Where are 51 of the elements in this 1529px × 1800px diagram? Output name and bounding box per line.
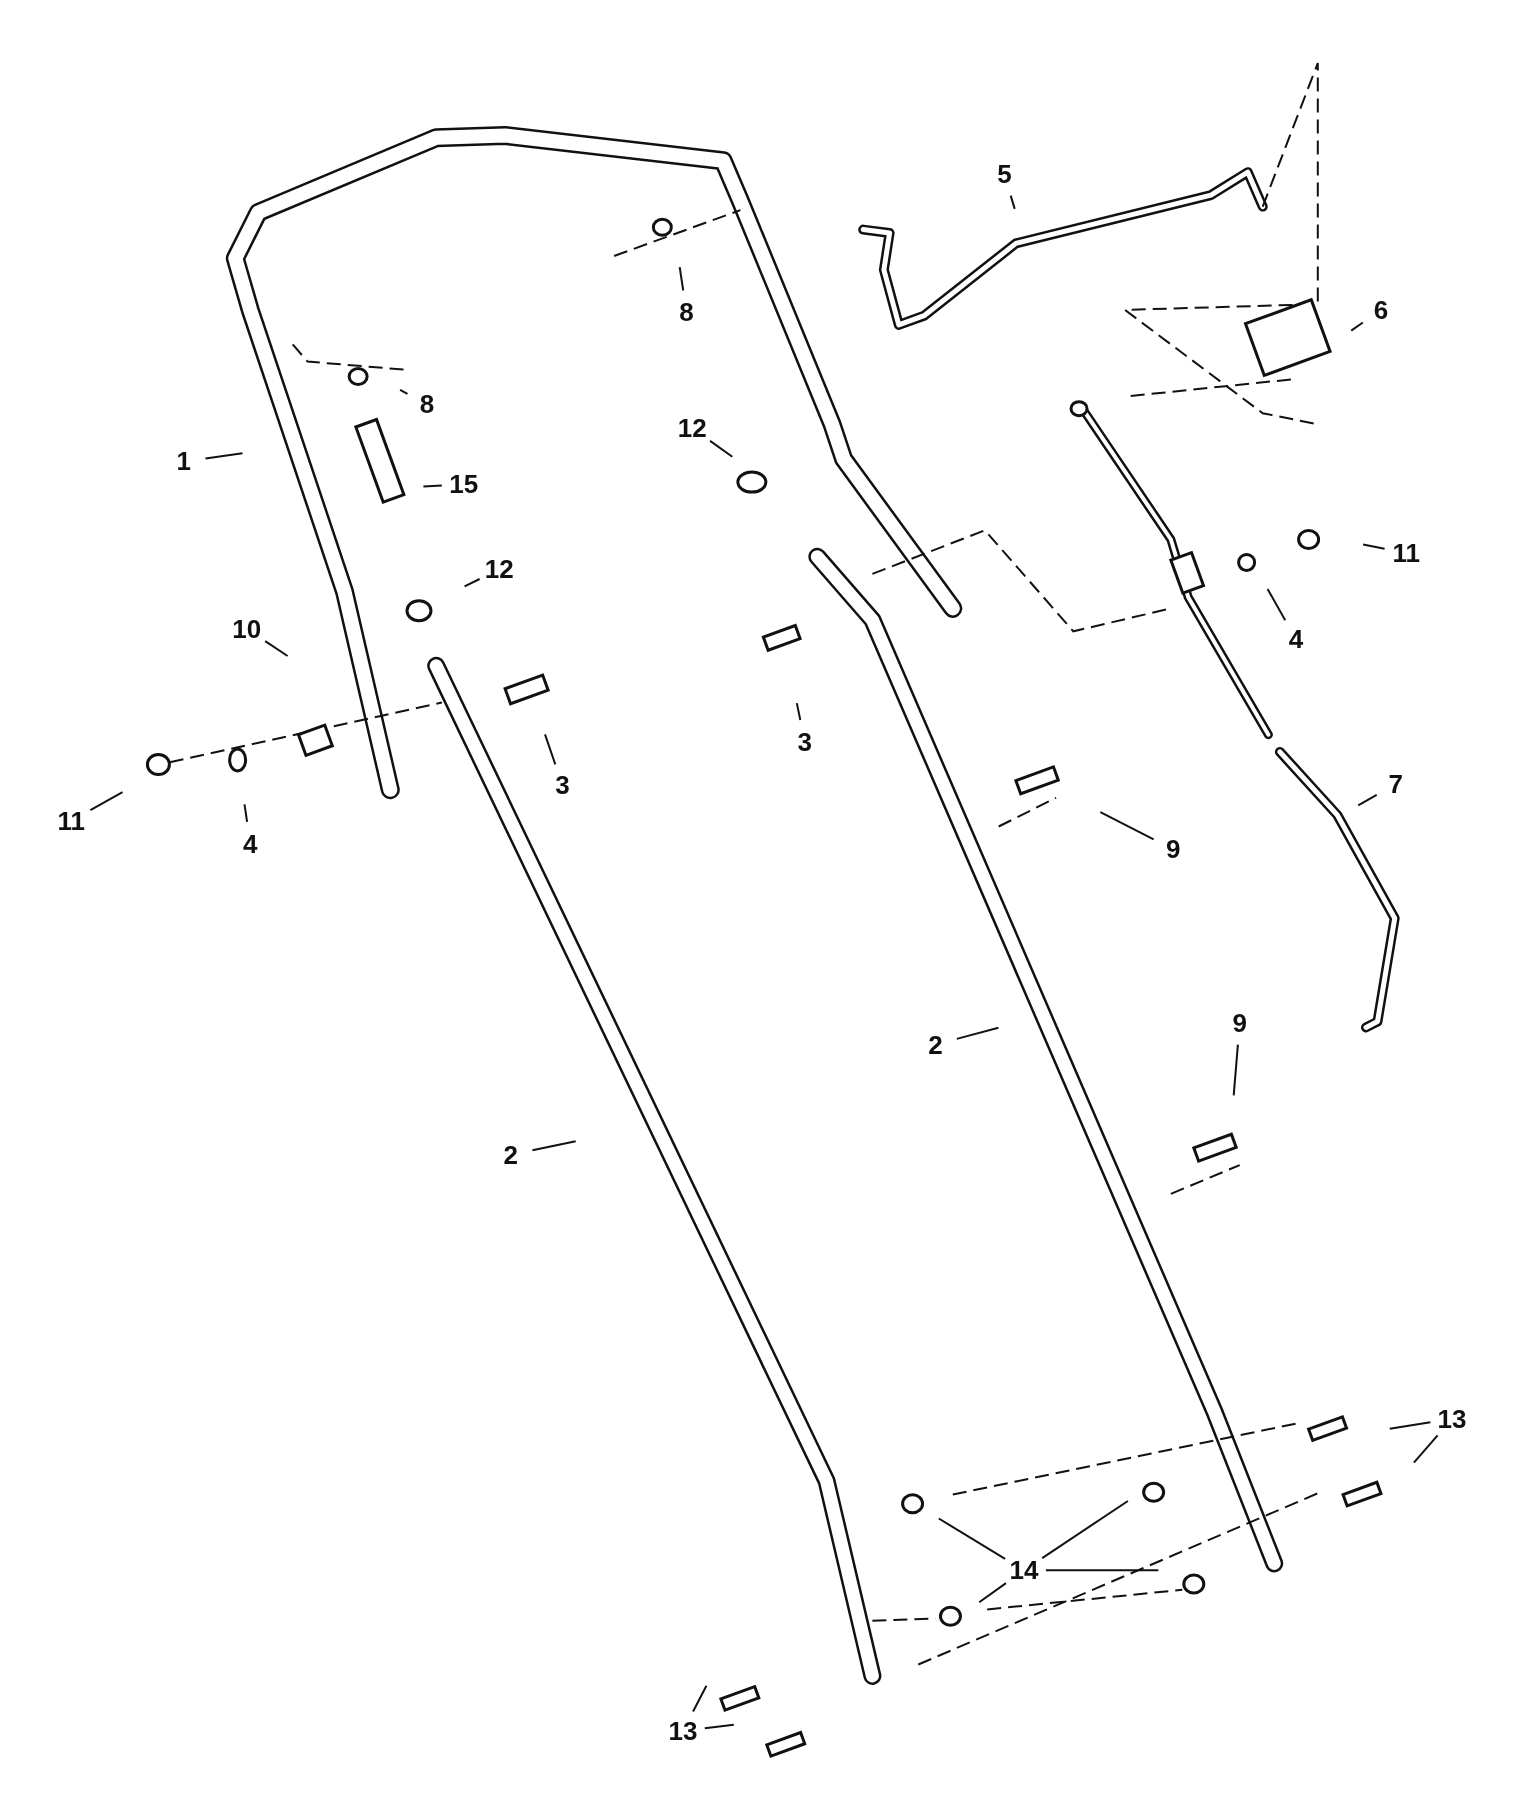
callout-number: 13 xyxy=(668,1717,698,1745)
leader-line xyxy=(204,452,244,460)
callout-number: 11 xyxy=(1392,539,1420,568)
leader-line xyxy=(1232,1043,1239,1097)
callout-number: 2 xyxy=(928,1030,943,1059)
callout-number: 9 xyxy=(1165,835,1181,864)
leader-line xyxy=(1041,1500,1129,1560)
leader-line xyxy=(1044,1569,1160,1572)
callout-number: 8 xyxy=(419,390,435,419)
leader-line xyxy=(264,640,289,657)
leader-line xyxy=(678,266,685,292)
callout-number: 14 xyxy=(1009,1556,1039,1585)
leader-line xyxy=(1266,588,1287,622)
callout-number: 6 xyxy=(1373,295,1389,324)
leader-line xyxy=(955,1026,1000,1040)
callout-number: 4 xyxy=(1288,625,1304,654)
leader-line xyxy=(978,1582,1007,1604)
leader-line xyxy=(937,1517,1007,1560)
callout-number: 7 xyxy=(1388,770,1404,798)
callout-number: 13 xyxy=(1437,1404,1467,1433)
callout-number: 2 xyxy=(503,1140,519,1169)
leader-line xyxy=(1362,543,1386,550)
callout-number: 12 xyxy=(484,555,514,584)
leader-line xyxy=(422,484,443,488)
leader-line xyxy=(703,1723,735,1730)
callout-number: 3 xyxy=(555,771,570,800)
leader-line xyxy=(1412,1434,1439,1464)
callout-number: 4 xyxy=(243,829,258,858)
leader-line xyxy=(89,791,124,812)
leader-line xyxy=(1350,321,1364,332)
callout-number: 8 xyxy=(679,298,694,327)
leader-line xyxy=(243,803,249,823)
callout-number: 1 xyxy=(176,447,191,476)
callout-number: 10 xyxy=(232,615,262,644)
callout-number: 9 xyxy=(1232,1008,1247,1037)
leader-line xyxy=(709,439,734,458)
leader-line xyxy=(531,1140,577,1152)
callout-number: 15 xyxy=(449,470,479,499)
leader-line xyxy=(1099,811,1155,841)
leader-line xyxy=(399,388,409,395)
leader-line xyxy=(544,733,557,766)
callout-number: 5 xyxy=(997,160,1012,189)
leader-line xyxy=(463,578,481,588)
leader-line xyxy=(1009,194,1016,210)
callout-number: 3 xyxy=(797,727,812,756)
callout-number: 12 xyxy=(677,414,707,443)
leader-line xyxy=(1357,793,1378,807)
leader-line xyxy=(692,1684,708,1713)
callout-number: 11 xyxy=(57,806,85,835)
leader-line xyxy=(795,702,802,721)
leader-line xyxy=(1388,1421,1432,1430)
